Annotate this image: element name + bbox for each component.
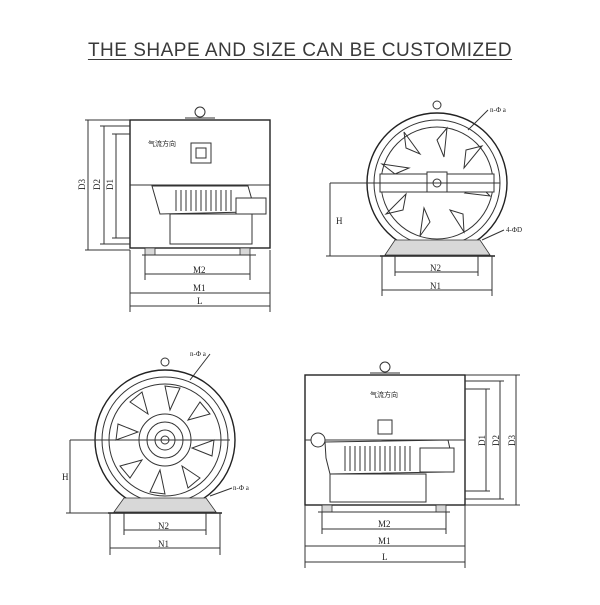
foot-holes-label: n-Φ a bbox=[233, 484, 250, 492]
dim-h: H bbox=[62, 472, 69, 482]
motor-base bbox=[329, 473, 427, 503]
motor-base bbox=[169, 213, 253, 245]
foot-left bbox=[321, 504, 333, 513]
dim-n1: N1 bbox=[430, 281, 441, 291]
dim-m1: M1 bbox=[193, 283, 206, 293]
motor-terminal bbox=[419, 447, 455, 473]
foot-right bbox=[239, 247, 251, 256]
dim-l: L bbox=[382, 552, 388, 562]
support-base bbox=[113, 497, 217, 513]
front-view-bottom-left: n-Φ a n-Φ a H N2 N1 bbox=[62, 350, 250, 555]
dim-n2: N2 bbox=[430, 263, 441, 273]
fan-casing bbox=[129, 119, 271, 249]
lifting-ring bbox=[432, 100, 442, 110]
front-view-top-right: n-Φ a 4-ΦD H N2 N1 bbox=[326, 100, 522, 296]
dim-d3: D3 bbox=[507, 435, 517, 446]
dim-n1: N1 bbox=[158, 539, 169, 549]
airflow-label: 气流方向 bbox=[148, 139, 176, 148]
support-base bbox=[384, 239, 491, 256]
side-view-bottom-right: 气流方向 bbox=[304, 361, 520, 568]
bolt-holes-label: n-Φ a bbox=[190, 350, 207, 358]
length-dimensions bbox=[304, 505, 466, 568]
foot-holes-label: 4-ΦD bbox=[506, 226, 522, 234]
junction-box bbox=[190, 142, 212, 164]
fan-blades bbox=[380, 126, 492, 237]
dim-m2: M2 bbox=[193, 265, 206, 275]
page-title: THE SHAPE AND SIZE CAN BE CUSTOMIZED bbox=[0, 40, 600, 62]
lifting-ring bbox=[160, 357, 170, 367]
side-flange-knob bbox=[310, 432, 326, 448]
dim-d2: D2 bbox=[92, 179, 102, 190]
dim-n2: N2 bbox=[158, 521, 169, 531]
diameter-dimensions bbox=[85, 119, 130, 251]
foot-right bbox=[435, 504, 447, 513]
lifting-ring bbox=[194, 106, 206, 118]
dim-h: H bbox=[336, 216, 343, 226]
dim-d2: D2 bbox=[491, 435, 501, 446]
junction-box bbox=[426, 171, 448, 193]
page-title-text: THE SHAPE AND SIZE CAN BE CUSTOMIZED bbox=[87, 40, 513, 61]
dim-m1: M1 bbox=[378, 536, 391, 546]
length-dimensions bbox=[129, 250, 271, 312]
side-view-top-left: 气流方向 bbox=[77, 106, 271, 312]
dim-d3: D3 bbox=[77, 179, 87, 190]
diameter-dimensions bbox=[465, 374, 520, 506]
dim-l: L bbox=[197, 296, 203, 306]
motor-terminal bbox=[235, 197, 267, 215]
bolt-holes-label: n-Φ a bbox=[490, 106, 507, 114]
fan-blades bbox=[115, 385, 215, 495]
foot-left bbox=[144, 247, 156, 256]
airflow-label: 气流方向 bbox=[370, 390, 398, 399]
dim-d1: D1 bbox=[105, 179, 115, 190]
dim-d1: D1 bbox=[477, 435, 487, 446]
lifting-ring bbox=[379, 361, 391, 373]
junction-box bbox=[377, 419, 393, 435]
dim-m2: M2 bbox=[378, 519, 391, 529]
